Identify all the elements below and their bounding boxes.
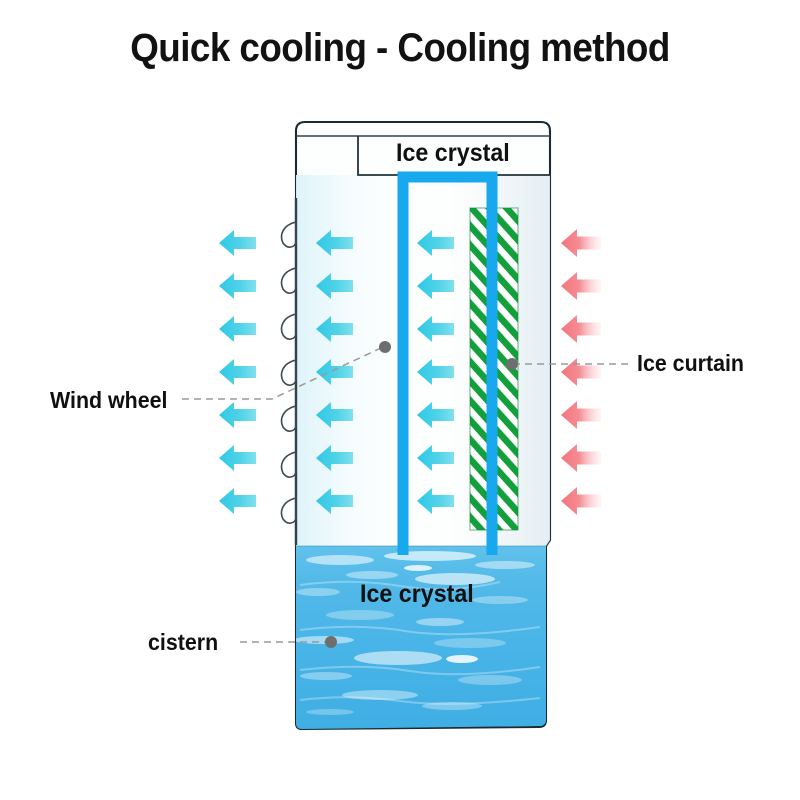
leader-wind-wheel: [182, 347, 382, 400]
label-cistern: cistern: [148, 629, 219, 655]
page-title: Quick cooling - Cooling method: [130, 26, 670, 70]
label-ice-crystal-chamber: Ice crystal: [396, 139, 510, 167]
warm-air-arrows: [561, 229, 601, 515]
label-ice-curtain: Ice curtain: [637, 350, 744, 376]
water-streaks: [299, 580, 541, 705]
dot-cistern: [325, 636, 337, 648]
label-ice-crystal-water: Ice crystal: [360, 580, 474, 608]
dot-wind-wheel: [379, 341, 391, 353]
wind-wheel: [280, 198, 298, 545]
cistern-water: [296, 545, 546, 729]
coolant-pipe: [397, 171, 498, 555]
wind-wheel-blades: [280, 221, 297, 524]
pipe-path: [397, 171, 498, 555]
dot-ice-curtain: [506, 358, 518, 370]
cold-air-column-1: [219, 230, 256, 514]
callout-dots: [325, 341, 518, 648]
cold-panel-left: [296, 175, 406, 547]
water-ripples: [296, 551, 535, 715]
label-wind-wheel: Wind wheel: [50, 387, 168, 413]
callout-leaders: [182, 347, 630, 643]
